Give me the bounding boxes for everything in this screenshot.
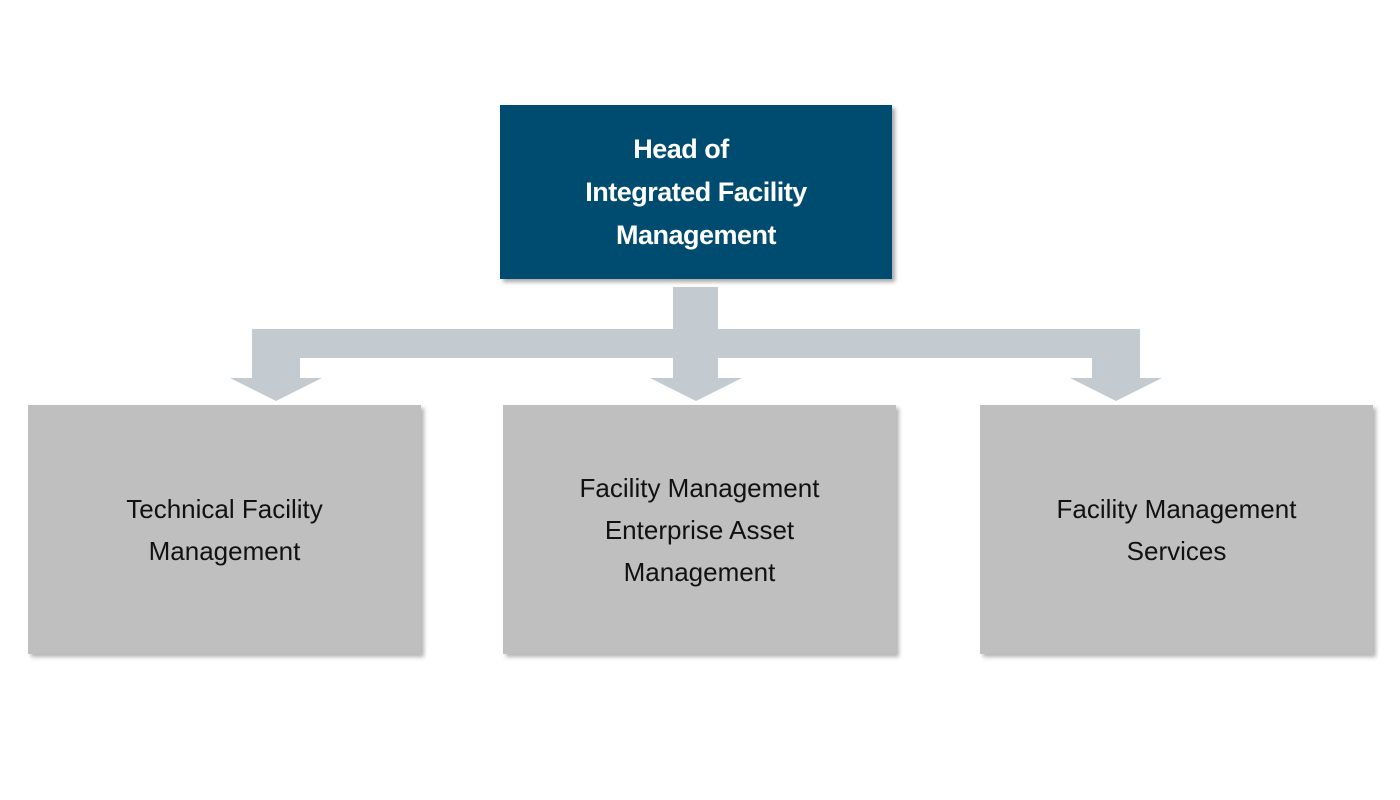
head-title-line-1: Head of [633,133,729,164]
child-label-line: Management [148,535,301,566]
arrowhead-center-icon [650,378,742,401]
child-node-technical-fm: Technical Facility Management [28,405,421,654]
child-label-line: Technical Facility [126,493,323,524]
child-node-fm-enterprise-asset: Facility Management Enterprise Asset Man… [503,405,896,654]
child-label-line: Enterprise Asset [604,514,795,545]
head-node: Head of Integrated Facility Management [500,105,892,279]
left-stem [252,329,300,378]
arrowhead-left-icon [230,378,322,401]
child-label-line: Services [1126,535,1227,566]
right-stem [1092,329,1140,378]
arrowhead-right-icon [1070,378,1162,401]
head-title-line-2: Integrated Facility [585,176,807,207]
child-node-fm-services: Facility Management Services [980,405,1373,654]
child-label-line: Facility Management [579,472,820,503]
child-label-line: Facility Management [1056,493,1297,524]
child-label-line: Management [623,556,776,587]
head-title-line-3: Management [615,219,777,250]
horizontal-bar [252,329,1140,358]
